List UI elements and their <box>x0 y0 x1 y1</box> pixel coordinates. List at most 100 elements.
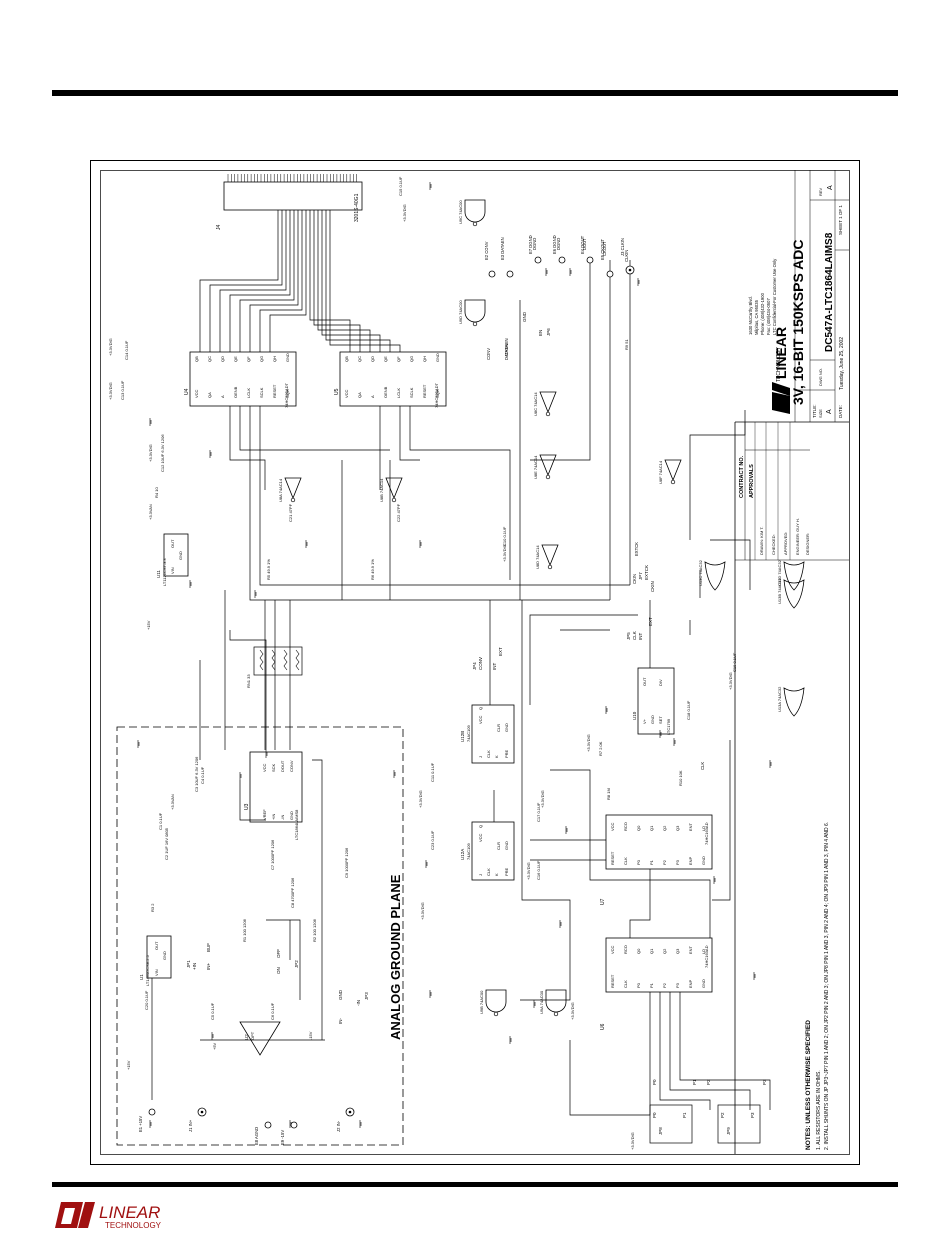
jp8-p1: P1 <box>682 1112 687 1118</box>
u6-pin-8: VCC <box>610 945 615 954</box>
j4-connector: J4 3201S-40G1 <box>216 174 363 230</box>
jp9-p2: P2 <box>720 1112 725 1118</box>
connector-label-8: E6 DGND <box>552 235 557 254</box>
connector-label-10: E5 CKOUT <box>600 239 605 260</box>
part-label-29: C17 0.1UF <box>536 802 541 822</box>
jp3-gnd: GND <box>338 989 343 1000</box>
ground-icon <box>565 826 568 834</box>
jp7-ref: JP7 <box>638 572 643 580</box>
u6-pin-6: ENP <box>688 979 693 988</box>
net-label-11: +3.3VDIG <box>420 902 425 920</box>
outer-border <box>90 160 860 1165</box>
net-label-4: +3.3VDIG <box>148 444 153 462</box>
connector-label-1: J2 IN- <box>336 1120 341 1132</box>
analog-plane-label: ANALOG GROUND PLANE <box>388 874 403 1040</box>
part-label-9: C10 0.1UF <box>502 526 507 546</box>
part-label-16: R10 10K <box>678 770 683 786</box>
connector-e2 <box>488 270 496 278</box>
u3-ref: U3 <box>244 803 250 810</box>
signal-label-2: DGND <box>532 238 537 250</box>
u5-pin-bot-6: QH <box>422 356 427 362</box>
contract-label: CONTRACT NO. <box>739 455 745 498</box>
ground-icon <box>753 972 756 980</box>
signal-label-8: CKIN <box>632 574 637 584</box>
footer-rule <box>52 1182 898 1187</box>
jp5-clk: CLK <box>632 631 637 640</box>
u10-ref: U10 <box>632 711 637 720</box>
u4-pin-top-7: SQH <box>285 389 290 398</box>
connector-e7 <box>534 256 542 264</box>
net-label-1: +3.3VDIG <box>108 338 113 356</box>
date-label: DATE: <box>838 405 843 418</box>
u4-pin-bot-1: QC <box>207 356 212 362</box>
notes-header: NOTES: UNLESS OTHERWISE SPECIFIED <box>805 1020 812 1150</box>
gate-4: U8A 74AC14 <box>278 477 302 503</box>
u7-pin-11: Q1 <box>649 825 654 831</box>
u5-pin-bot-1: QC <box>357 356 362 362</box>
part-label-7: R5 49.9 1% <box>266 559 271 580</box>
part-label-11: R9 51 <box>624 339 629 350</box>
ground-icon <box>359 1120 362 1128</box>
signal-label-6: CLKIN <box>624 250 629 262</box>
u12b-part: 74AC109 <box>466 725 471 742</box>
u3-pin-vcc: VCC <box>262 763 267 772</box>
dwg-value: DC547A-LTC1864LAIMS8 <box>824 232 835 352</box>
jp3-nin: -IN <box>356 1000 361 1006</box>
bus-p3: P3 <box>762 1079 767 1085</box>
u4-pin-top-5: SCLK <box>259 387 264 398</box>
u11-part: LT1121CST-3.3 <box>162 558 167 586</box>
ground-icon <box>659 730 662 738</box>
u1-part: LT1460DCS8-2.5 <box>145 954 150 986</box>
u10-part: LTC1799 <box>666 718 671 735</box>
jp9-ref: JP9 <box>726 1127 731 1135</box>
u6-pin-7: GND <box>701 979 706 988</box>
net-label-7: +3.3VDIG <box>586 734 591 752</box>
u6-pin-5: P3 <box>675 982 680 988</box>
signal-label-9: EXTCK <box>634 542 639 556</box>
connector-j2 <box>345 1107 355 1117</box>
addr-1: 1630 McCarthy Blvd. <box>748 296 753 335</box>
addr-2: Milpitas, CA 95035 <box>754 299 759 335</box>
gate-label-7: U8D 74AC14 <box>535 545 540 569</box>
connector-e9 <box>290 1121 298 1129</box>
analog-plane-box <box>116 726 404 1146</box>
ground-icon <box>425 860 428 868</box>
part-label-30: C16 0.1UF <box>536 860 541 880</box>
connector-label-9: E4 DOUT <box>580 235 585 254</box>
connector-e1 <box>148 1108 156 1116</box>
net-label-0: +3.3VDIG <box>108 382 113 400</box>
net-label-16: -15V <box>308 1031 313 1040</box>
signal-label-7: CLK <box>700 762 705 770</box>
connector-label-3: E8 AGND <box>254 1127 259 1145</box>
u11-reg: U11 LT1121CST-3.3 VIN GND OUT <box>156 533 189 586</box>
u7-pin-2: P0 <box>636 859 641 865</box>
u7-pin-8: VCC <box>610 822 615 831</box>
u12b-ref: U12B <box>460 731 465 742</box>
u4-pin-top-0: VCC <box>194 389 199 398</box>
u3-adc: U3 LTC1864LAIMS8 VREF +IN -IN GND VCC SC… <box>244 751 303 840</box>
gate-3: U9A 74AC00 <box>539 989 567 1017</box>
signal-label-4: DOUT <box>582 238 587 250</box>
gate-label-4: U8A 74AC14 <box>278 478 283 502</box>
u6-pin-11: Q1 <box>649 948 654 954</box>
u11-pin-gnd: GND <box>178 551 183 560</box>
u7-pin-6: ENP <box>688 856 693 865</box>
jp9-header <box>717 1104 761 1144</box>
part-label-8: R6 49.9 1% <box>370 559 375 580</box>
gate-9: U8F 74AC14 <box>658 459 682 485</box>
title-logo-icon: LINEAR <box>772 327 790 414</box>
u7-pin-9: RCO <box>623 822 628 831</box>
u6-pin-0: RESET <box>610 974 615 988</box>
u12a-pin-clk: CLK <box>486 868 491 876</box>
u12b-pin-clk: CLK <box>486 750 491 758</box>
u5-pin-top-6: RESET <box>422 384 427 398</box>
u12a-pin-vcc: VCC <box>478 833 483 842</box>
bus-p0: P0 <box>652 1079 657 1085</box>
jp6-gnd: GND <box>522 311 527 322</box>
ground-icon <box>149 1120 152 1128</box>
jp1-inplus: IN+ <box>206 963 211 971</box>
tb-checked: CHECKED: <box>771 534 776 555</box>
u5-pin-bot-7: GND <box>435 353 440 362</box>
u11-ref: U11 <box>156 570 161 578</box>
u4-pin-top-6: RESET <box>272 384 277 398</box>
